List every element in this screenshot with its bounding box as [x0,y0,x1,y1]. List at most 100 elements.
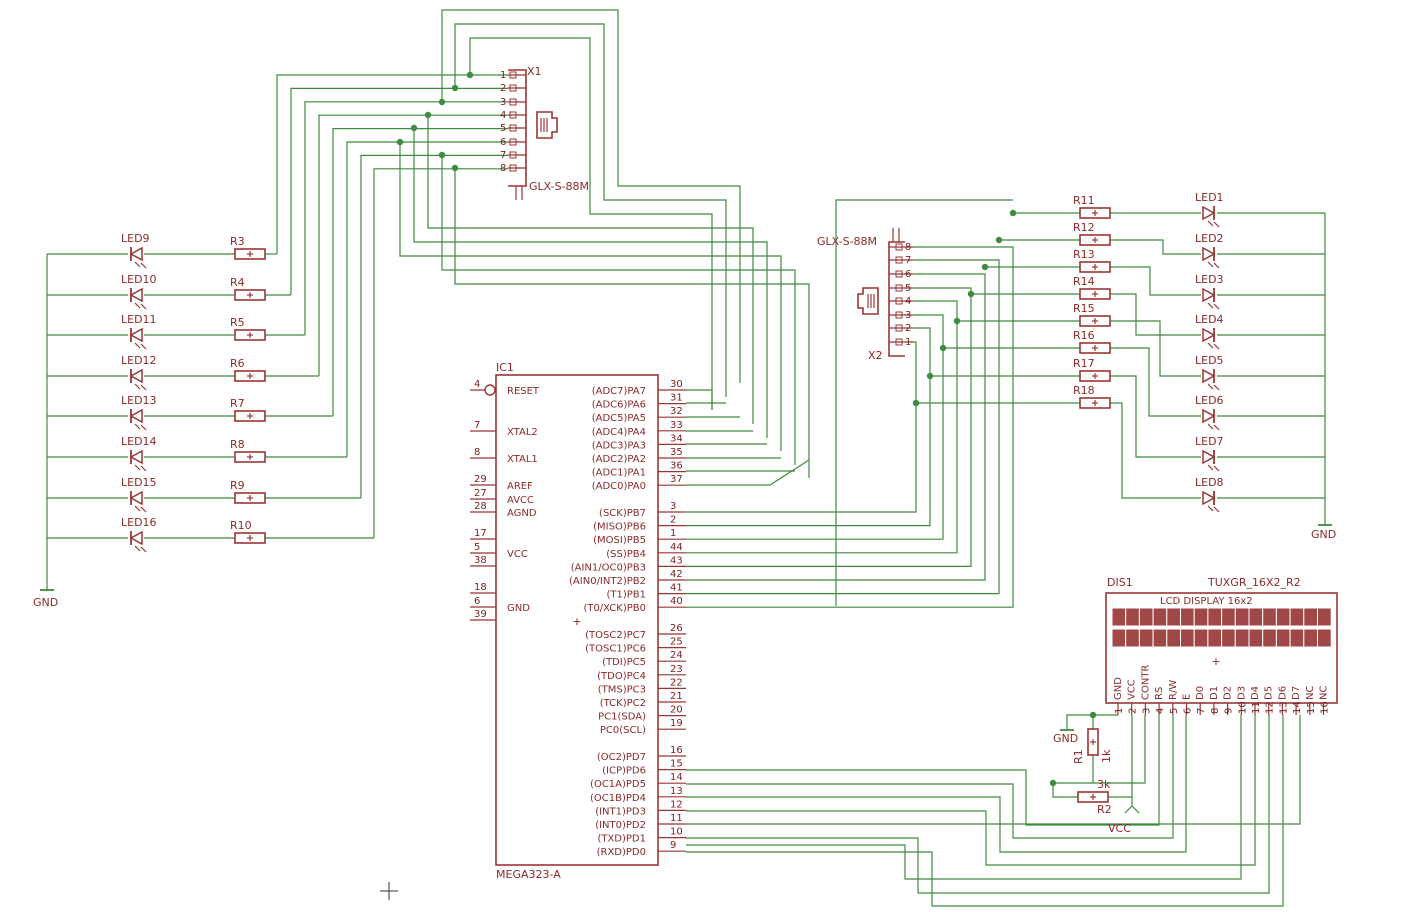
lcd-pin-number: 13 [1278,701,1289,714]
junction-dot [410,124,418,132]
right-resistor-led-wire [1110,320,1201,377]
lcd-char-cell [1248,628,1264,648]
reset-inverter-bubble [484,384,496,396]
lcd-char-cell [1275,628,1291,648]
lcd-char-cell [1234,607,1250,627]
net-pb1 [686,259,1000,595]
x2-pin-number: 4 [905,296,911,307]
lcd-char-cell [1207,607,1223,627]
lcd-pin-label: CONTR [1140,665,1151,700]
lcd-char-cell [1262,607,1277,627]
ic1-right-pin-label: (OC2)PD7 [597,752,646,763]
ic1-right-pin-number: 32 [670,406,683,417]
lcd-body [1105,592,1338,704]
lcd-char-cell [1180,607,1195,627]
ic1-left-pin-number: 39 [474,609,487,620]
ic1-right-pin-label: (ADC3)PA3 [592,440,646,451]
x2-pin-pad [895,338,903,346]
x2-pin-number: 6 [905,269,911,280]
left-led-4 [129,368,143,384]
ic1-right-pin-label: (ADC6)PA6 [592,400,646,411]
lcd-pin-number: 12 [1265,701,1276,714]
vcc-arrow [1124,797,1133,814]
lcd-char-cell [1125,628,1140,648]
net-e [686,715,1187,853]
lcd-char-cell [1234,628,1250,648]
x1-pin-number: 5 [500,123,506,134]
ic1-right-pin-label: (OC1B)PD4 [590,793,646,804]
lcd-pin-number: 5 [1169,708,1180,714]
right-resistor-led-wire [1110,347,1201,417]
ic1-right-pin-label: (T0/XCK)PB0 [583,603,646,614]
net-pb5 [686,314,944,540]
ic1-right-pin-number: 43 [670,555,683,566]
net-pa3 [413,128,768,438]
left-led-6 [129,449,143,465]
junction-dot [939,344,947,352]
led-emission-arrow [140,262,147,269]
x1-rj45-icon [536,111,558,139]
ic1-left-pin-label: AVCC [507,495,534,506]
x1-pin-pad [509,98,517,106]
right-led-label: LED5 [1195,354,1224,367]
net-d6 [686,715,1284,907]
net-d4 [686,715,1256,866]
right-resistor-8 [1079,397,1111,409]
lcd-pin-number: 7 [1196,708,1207,714]
x1-value: GLX-S-88M [529,180,589,193]
junction-dot [466,71,474,79]
lcd-pin-number: 11 [1251,701,1262,714]
right-resistor-1 [1079,207,1111,219]
junction-dot [1009,209,1017,217]
lcd-pin-label: D2 [1223,686,1234,700]
net-rs [686,715,1160,826]
lcd-pin-number: 3 [1141,708,1152,714]
lcd-pin-label: VCC [1127,679,1138,700]
lcd-value: TUXGR_16X2_R2 [1207,576,1301,589]
right-led-3 [1202,287,1216,303]
ic1-right-pin-label: (MOSI)PB5 [593,535,646,546]
left-led-1 [129,246,143,262]
lcd-char-cell [1193,607,1209,627]
lcd-pin-label: D3 [1236,686,1247,700]
x1-pin-number: 6 [500,137,506,148]
lcd-pin-number: 4 [1155,708,1166,714]
ic1-right-pin-number: 35 [670,447,683,458]
led-emission-arrow [1213,465,1220,472]
lcd-char-cell [1275,607,1291,627]
ic1-right-pin-label: (TMS)PC3 [598,684,646,695]
ic1-left-pin-label: VCC [507,549,528,560]
lcd-pin-number: 8 [1210,708,1221,714]
led-emission-arrow [1213,221,1220,228]
ic1-right-pin-label: (INT0)PD2 [595,820,646,831]
x1-pin-pad [509,111,517,119]
right-resistor-6 [1079,342,1111,354]
ic1-right-pin-label: (TCK)PC2 [600,698,646,709]
lcd-pin-number: 14 [1292,701,1303,714]
net-d7 [686,715,1301,825]
gnd-label-right: GND [1311,528,1336,541]
ic1-left-pin-number: 4 [474,379,480,390]
ic1-left-pin-number: 18 [474,582,487,593]
x2-pin-pad [895,270,903,278]
left-net-to-x1 [304,101,508,335]
lcd-char-cell [1262,628,1277,648]
lcd-char-cell [1221,607,1236,627]
led-emission-arrow [140,343,147,350]
led-emission-arrow [1207,302,1214,309]
lcd-char-cell [1221,628,1236,648]
left-net-to-x1 [346,141,508,457]
ic1-right-pin-label: (AIN1/OC0)PB3 [571,562,646,573]
left-resistor-label: R3 [230,235,245,248]
lcd-pin-number: 15 [1306,701,1317,714]
x2-pin-number: 3 [905,310,911,321]
ic1-right-pin-label: (ADC7)PA7 [592,386,646,397]
left-net-to-x1 [318,114,508,376]
right-resistor-led-wire [1110,402,1201,499]
left-led-label: LED10 [121,273,157,286]
lcd-pin-number: 6 [1183,708,1194,714]
left-led-label: LED12 [121,354,157,367]
right-led-5 [1202,368,1216,384]
vcc-arrow [1131,805,1140,814]
